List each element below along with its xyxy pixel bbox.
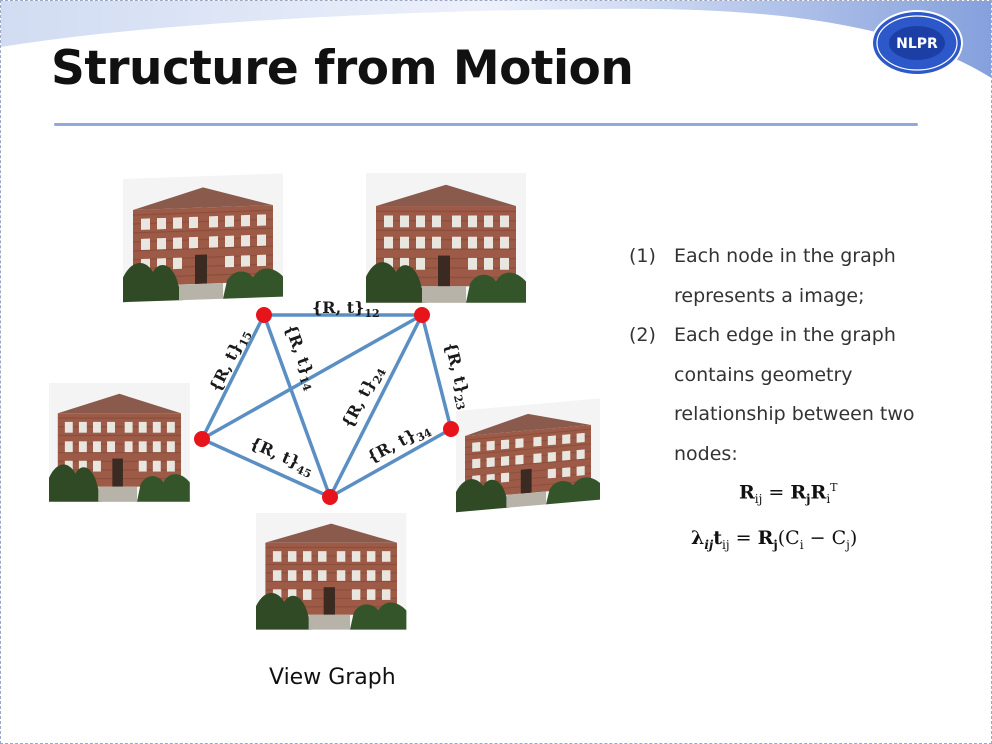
photo-node-bottom bbox=[256, 513, 407, 630]
graph-node bbox=[414, 307, 430, 323]
logo-text: NLPR bbox=[896, 36, 938, 52]
graph-edges bbox=[200, 313, 453, 499]
view-graph: {R, t}12 {R, t}15 {R, t}14 {R, t}23 {R, … bbox=[49, 173, 600, 630]
graph-node bbox=[256, 307, 272, 323]
title-divider bbox=[54, 123, 918, 126]
rotation-formula: Rij = RjRiT bbox=[739, 481, 838, 507]
photo-node-top-left bbox=[123, 173, 283, 303]
translation-formula: λijtij = Rj(Ci − Cj) bbox=[691, 527, 858, 552]
nlpr-logo: NLPR bbox=[871, 10, 963, 76]
note-text: Each node in the graph represents a imag… bbox=[674, 245, 896, 307]
note-number: (1) bbox=[629, 245, 656, 267]
edge-23 bbox=[420, 313, 453, 431]
edge-45 bbox=[200, 437, 332, 499]
note-text: Each edge in the graph contains geometry… bbox=[674, 324, 915, 465]
note-number: (2) bbox=[629, 324, 656, 346]
edge-15 bbox=[200, 313, 266, 441]
edge-label-14: {R, t}14 bbox=[278, 322, 322, 393]
graph-node bbox=[322, 489, 338, 505]
graph-node bbox=[194, 431, 210, 447]
list-item: (2) Each edge in the graph contains geom… bbox=[629, 316, 959, 474]
edge-25 bbox=[200, 313, 424, 441]
photo-node-left bbox=[49, 383, 190, 502]
header-swoosh bbox=[1, 1, 991, 86]
page-title: Structure from Motion bbox=[51, 41, 634, 96]
edge-14 bbox=[262, 313, 332, 499]
graph-node bbox=[443, 421, 459, 437]
graph-caption: View Graph bbox=[269, 665, 396, 690]
edge-label-12: {R, t}12 bbox=[312, 298, 380, 320]
notes-list: (1) Each node in the graph represents a … bbox=[629, 237, 959, 474]
photo-node-right bbox=[456, 398, 600, 513]
edge-34 bbox=[328, 427, 453, 499]
edge-24 bbox=[328, 313, 424, 499]
photo-node-top-right bbox=[366, 173, 526, 303]
graph-nodes bbox=[194, 307, 459, 505]
list-item: (1) Each node in the graph represents a … bbox=[629, 237, 959, 316]
